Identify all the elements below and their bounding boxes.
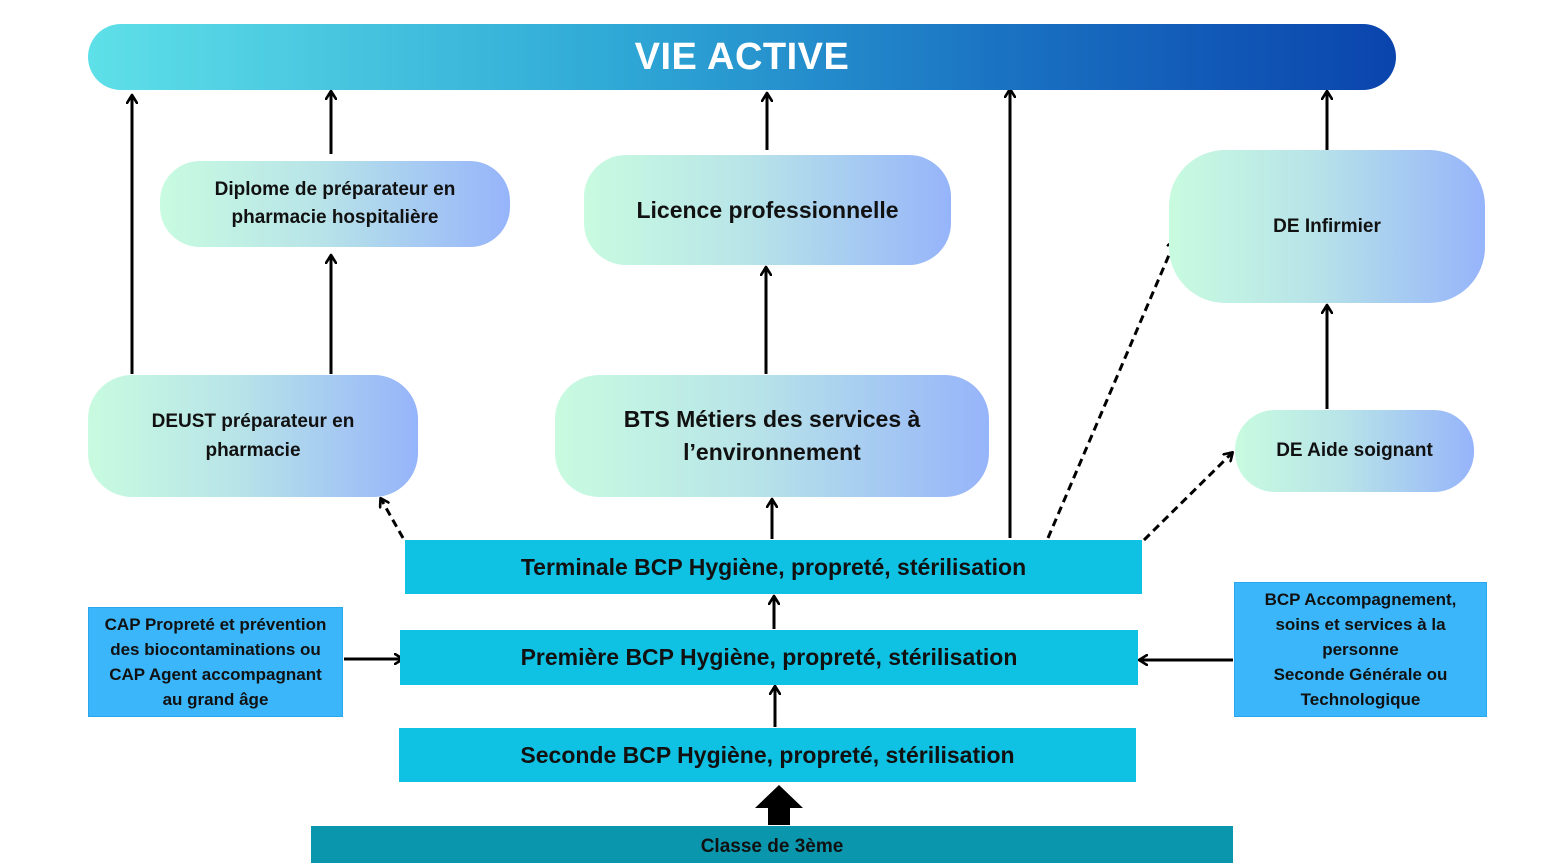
node-de-infirmier: DE Infirmier — [1169, 150, 1485, 303]
node-bcp-accompagnement: BCP Accompagnement, soins et services à … — [1234, 582, 1487, 717]
node-text-line: des biocontaminations ou — [110, 640, 321, 659]
node-deust-preparateur: DEUST préparateur en pharmacie — [88, 375, 418, 497]
node-cap-proprete: CAP Propreté et prévention des biocontam… — [88, 607, 343, 717]
node-text-line: DEUST préparateur en — [151, 411, 355, 432]
node-diplome-preparateur-hospitalier: Diplome de préparateur en pharmacie hosp… — [160, 161, 510, 247]
node-text-line: pharmacie — [205, 440, 301, 461]
node-text-line: Seconde Générale ou — [1273, 665, 1448, 684]
dashed-arrow-terminale-to-deust — [381, 499, 405, 539]
node-text-line: soins et services à la — [1275, 615, 1446, 634]
node-terminale-bcp: Terminale BCP Hygiène, propreté, stérili… — [405, 540, 1142, 594]
node-premiere-bcp: Première BCP Hygiène, propreté, stérilis… — [400, 630, 1138, 685]
node-text-line: CAP Propreté et prévention — [104, 615, 327, 634]
node-text-line: l’environnement — [683, 439, 861, 465]
dashed-arrow-terminale-to-de-infirmier — [1046, 241, 1175, 539]
node-text-line: Diplome de préparateur en — [214, 179, 456, 200]
node-licence-professionnelle: Licence professionnelle — [584, 155, 951, 265]
node-text-line: BCP Accompagnement, — [1264, 590, 1457, 609]
thick-arrow-classe-to-seconde — [755, 785, 803, 825]
node-text-line: BTS Métiers des services à — [623, 406, 921, 432]
dashed-arrow-terminale-to-de-aide — [1142, 453, 1232, 542]
node-de-aide-soignant: DE Aide soignant — [1235, 410, 1474, 492]
node-bts-metiers-services: BTS Métiers des services à l’environneme… — [555, 375, 989, 497]
node-text-line: CAP Agent accompagnant — [109, 665, 322, 684]
node-text-line: Technologique — [1300, 690, 1421, 709]
vie-active-header: VIE ACTIVE — [88, 24, 1396, 90]
node-seconde-bcp: Seconde BCP Hygiène, propreté, stérilisa… — [399, 728, 1136, 782]
node-text-line: pharmacie hospitalière — [231, 207, 439, 228]
node-text-line: personne — [1322, 640, 1399, 659]
node-text-line: au grand âge — [162, 690, 269, 709]
node-classe-3eme: Classe de 3ème — [311, 826, 1233, 863]
